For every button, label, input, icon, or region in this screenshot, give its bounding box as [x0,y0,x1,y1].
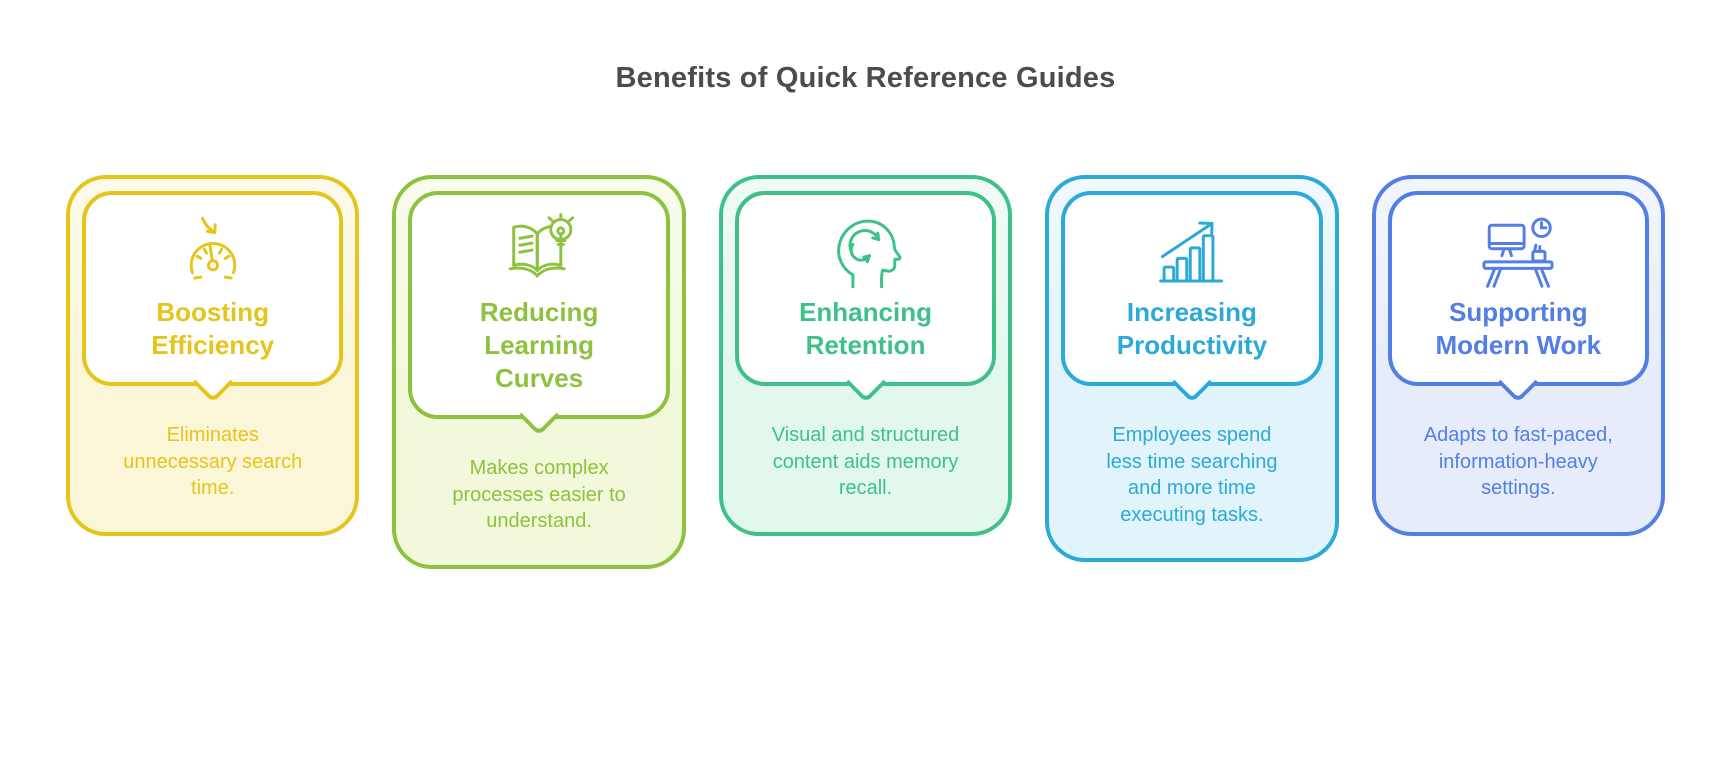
card-title: Increasing Productivity [1116,297,1268,361]
head-memory-cycle-icon [836,219,901,288]
card-description: Eliminates unnecessary search time. [123,424,303,500]
card-description: Employees spend less time searching and … [1106,424,1278,526]
open-book-lightbulb-icon [508,213,575,278]
card-supporting-modern-work: Supporting Modern Work Adapts to fast-pa… [1371,175,1666,536]
speech-bubble: Enhancing Retention [734,191,997,387]
card-description: Visual and structured content aids memor… [771,424,960,500]
card-boosting-efficiency: Boosting Efficiency Eliminates unnecessa… [66,175,360,536]
speech-bubble: Supporting Modern Work [1387,191,1650,387]
desk-workspace-icon [1482,217,1554,288]
card-title: Boosting Efficiency [151,297,275,361]
card-title: Supporting Modern Work [1435,297,1602,361]
growth-bar-chart-icon [1159,221,1224,283]
speech-bubble: Boosting Efficiency [82,191,344,387]
page-title: Benefits of Quick Reference Guides [615,62,1116,94]
card-description: Makes complex processes easier to unders… [452,457,626,533]
card-title: Reducing Learning Curves [479,297,599,394]
benefit-cards-row: Boosting Efficiency Eliminates unnecessa… [66,175,1666,569]
card-increasing-productivity: Increasing Productivity Employees spend … [1045,175,1339,563]
card-reducing-learning-curves: Reducing Learning Curves Makes complex p… [392,175,686,569]
card-title: Enhancing Retention [799,297,932,361]
speedometer-arrow-icon [189,216,236,280]
card-description: Adapts to fast-paced, information-heavy … [1423,424,1613,500]
speech-bubble: Increasing Productivity [1061,191,1323,387]
card-enhancing-retention: Enhancing Retention Visual and structure… [718,175,1013,536]
speech-bubble: Reducing Learning Curves [408,191,670,420]
